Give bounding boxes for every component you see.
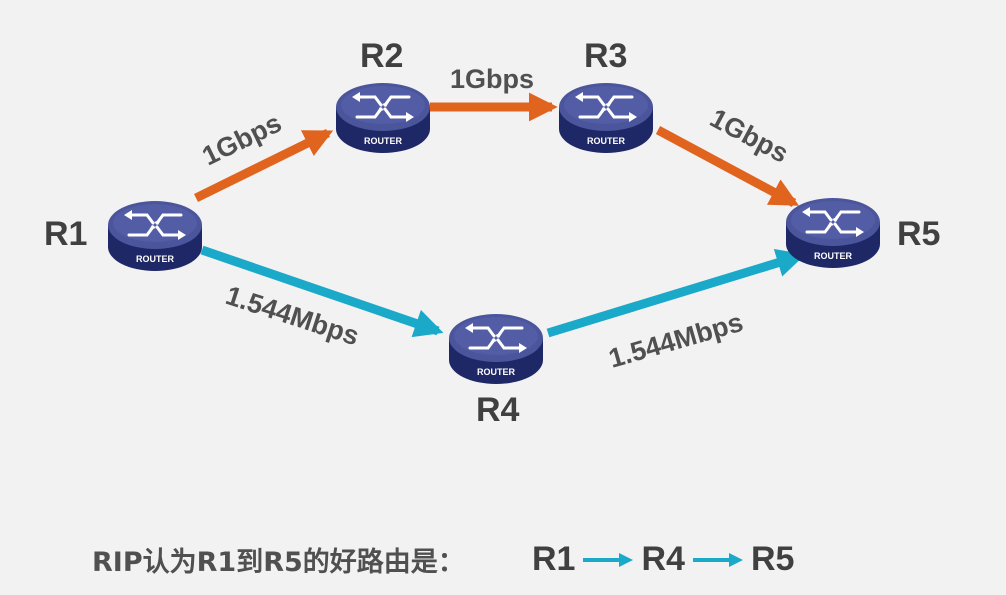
router-badge: ROUTER bbox=[136, 254, 175, 264]
right-arrow-icon bbox=[583, 552, 634, 567]
router-label-r2: R2 bbox=[360, 37, 403, 75]
link-r1-r4 bbox=[200, 245, 444, 338]
router-badge: ROUTER bbox=[364, 136, 403, 146]
router-label-r1: R1 bbox=[44, 215, 87, 253]
router-r2: ROUTER bbox=[334, 81, 432, 155]
router-badge: ROUTER bbox=[587, 136, 626, 146]
router-label-r4: R4 bbox=[476, 391, 520, 429]
link-r4-r5 bbox=[546, 248, 806, 338]
path-hop: R5 bbox=[750, 540, 795, 578]
link-r1-r2 bbox=[194, 128, 334, 203]
best-route-path: R1 R4 R5 bbox=[532, 540, 794, 579]
caption-text: RIP认为R1到R5的好路由是： bbox=[92, 547, 465, 578]
speed-label-r1-r4: 1.544Mbps bbox=[222, 280, 363, 351]
router-r5: ROUTER bbox=[784, 196, 882, 270]
path-hop: R1 bbox=[532, 540, 576, 578]
router-r4: ROUTER bbox=[447, 312, 545, 386]
speed-label-r4-r5: 1.544Mbps bbox=[605, 307, 746, 374]
router-r1: ROUTER bbox=[106, 199, 204, 273]
router-badge: ROUTER bbox=[814, 251, 853, 261]
router-r3: ROUTER bbox=[557, 81, 655, 155]
speed-label-r2-r3: 1Gbps bbox=[450, 64, 534, 94]
right-arrow-icon bbox=[692, 552, 743, 567]
link-r3-r5 bbox=[655, 126, 800, 207]
router-badge: ROUTER bbox=[477, 367, 516, 377]
router-label-r5: R5 bbox=[897, 215, 940, 253]
path-hop: R4 bbox=[641, 540, 685, 578]
router-label-r3: R3 bbox=[584, 37, 627, 75]
